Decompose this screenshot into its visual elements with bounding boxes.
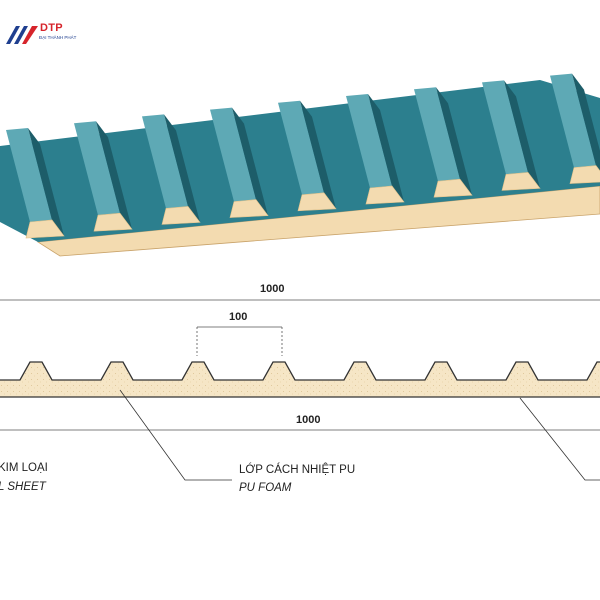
rib-side-face	[232, 107, 268, 216]
leader-foam	[119, 389, 232, 481]
logo-mark-icon	[6, 26, 38, 44]
rib-foam-notch	[229, 199, 269, 218]
logo-text: DTP	[40, 22, 63, 34]
rib-side-face	[164, 114, 200, 223]
callout-foam-vi: LỚP CÁCH NHIỆT PU	[239, 464, 356, 476]
rib-foam-notch	[569, 165, 600, 184]
rib-top-face	[414, 87, 460, 182]
leader-right	[519, 397, 600, 481]
callout-metal-vi: KIM LOẠI	[0, 462, 48, 474]
rib-foam-notch	[501, 172, 541, 191]
callout-foam-en: PU FOAM	[239, 482, 292, 494]
rib-foam-notch	[433, 178, 473, 198]
rib-side-face	[28, 128, 64, 236]
rib-top-face	[346, 94, 392, 188]
rib-side-face	[300, 100, 336, 209]
rib-side-face	[436, 87, 472, 196]
section-ribs	[0, 361, 600, 381]
callout-metal-en: L SHEET	[0, 481, 46, 493]
callout-leaders	[119, 389, 600, 481]
section-foam	[0, 380, 600, 397]
rib-top-face	[482, 80, 528, 175]
rib-top-face	[6, 128, 52, 222]
rib-side-face	[504, 80, 540, 189]
rib-foam-notch	[365, 185, 405, 205]
rib-foam-notch	[93, 212, 133, 232]
rib-foam-notch	[297, 192, 337, 212]
panel-foam-edge	[36, 185, 600, 257]
rib-side-face	[96, 121, 132, 230]
panel-ribs	[6, 73, 600, 239]
rib-top-face	[210, 107, 256, 202]
rib-top-face	[74, 121, 120, 216]
rib-side-face	[572, 73, 600, 171]
section-foam-ribs	[0, 362, 600, 381]
brand-logo: DTP ĐẠI THÀNH PHÁT	[4, 22, 84, 52]
rib-top-face	[142, 114, 188, 209]
rib-foam-notch	[161, 206, 201, 225]
dimension-top-label: 1000	[260, 283, 285, 295]
logo-subtitle: ĐẠI THÀNH PHÁT	[39, 35, 77, 40]
cross-section	[0, 361, 600, 398]
dimension-rib-spacing	[196, 326, 283, 356]
rib-foam-notch	[25, 219, 65, 239]
dimension-bottom-label: 1000	[296, 414, 321, 426]
panel-3d-view	[0, 73, 600, 257]
dimension-rib-label: 100	[229, 311, 248, 323]
rib-top-face	[550, 73, 596, 168]
rib-side-face	[368, 94, 404, 202]
rib-top-face	[278, 100, 324, 195]
section-top-sheet	[0, 361, 600, 381]
